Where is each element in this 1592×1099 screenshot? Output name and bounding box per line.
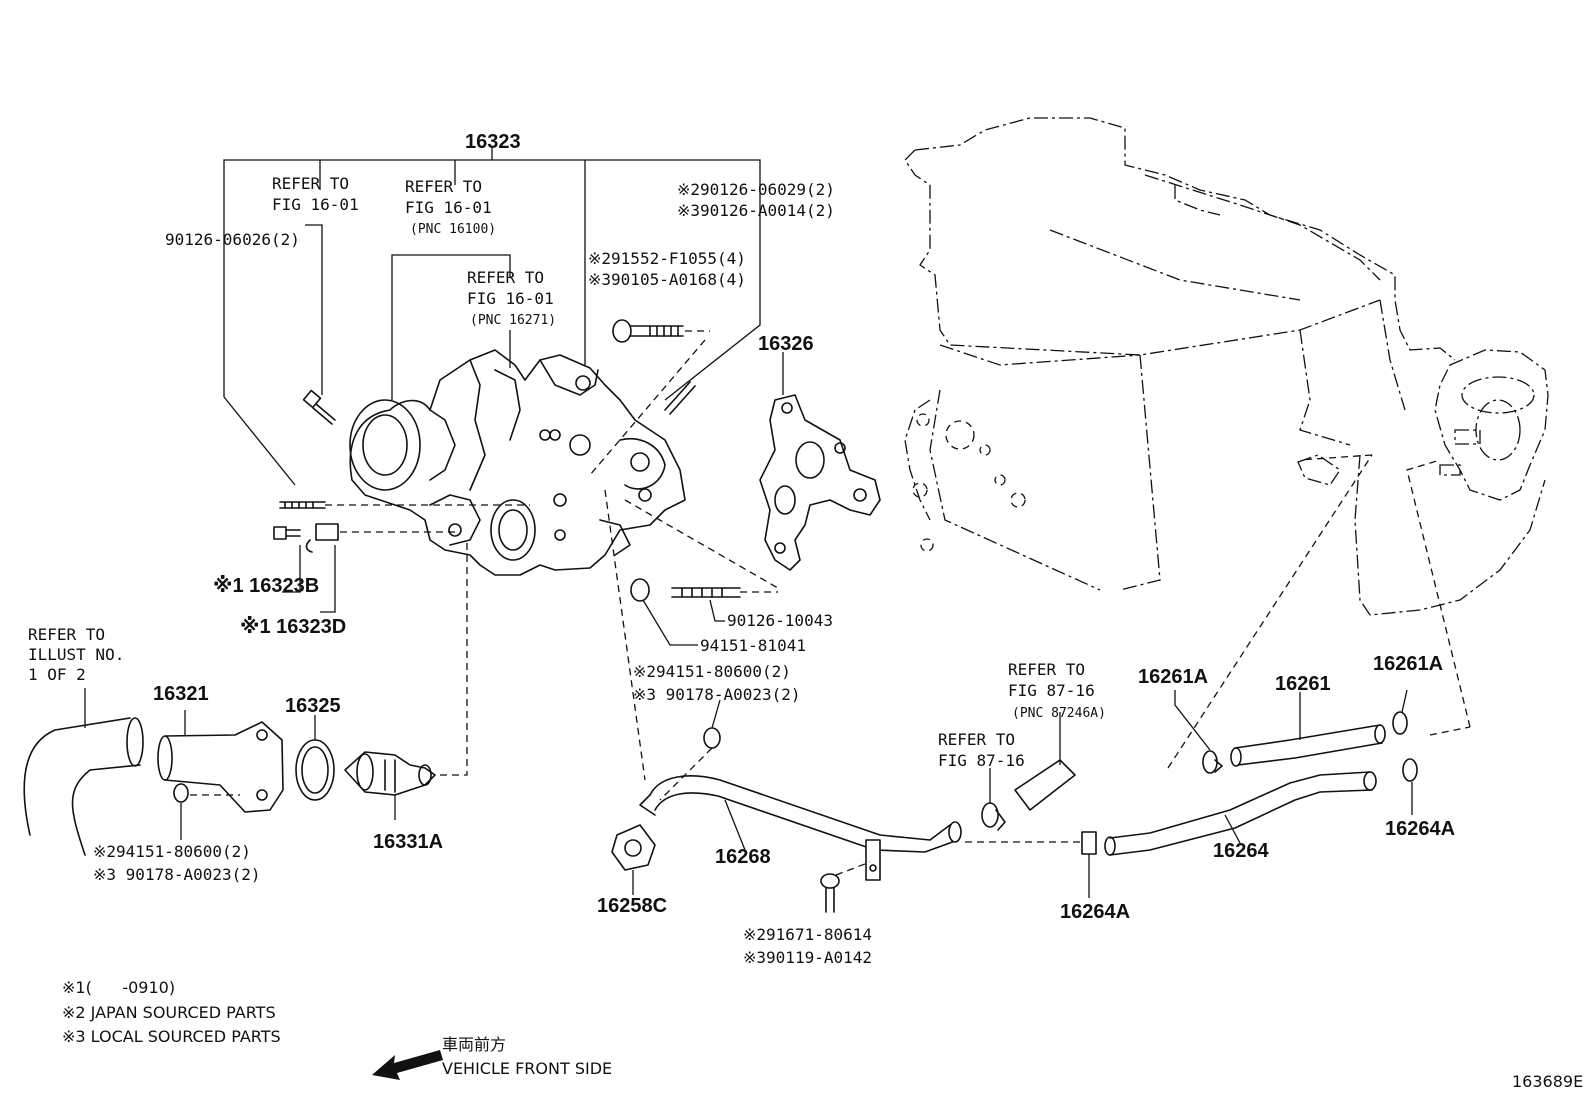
- refer-fig-87-16-a-line1: REFER TO: [1008, 660, 1085, 679]
- refer-illust-line3: 1 OF 2: [28, 665, 86, 684]
- refer-fig-16-01-b-pnc: (PNC 16100): [410, 222, 496, 237]
- water-pump-assembly: [349, 349, 686, 576]
- label-90126-06026: 90126-06026(2): [165, 230, 300, 249]
- label-94151-81041: 94151-81041: [700, 636, 806, 655]
- label-91671-80614: ※291671-80614: [743, 925, 872, 944]
- label-16264: 16264: [1213, 840, 1269, 862]
- label-16325: 16325: [285, 695, 341, 717]
- hose-refer-87-16: [1014, 712, 1076, 811]
- water-inlet-16321: [157, 710, 284, 840]
- throttle-body: [1297, 349, 1549, 501]
- stud-bolt-icon: [279, 501, 326, 509]
- label-16261A-right: 16261A: [1373, 653, 1443, 675]
- leader-94151-81041: [642, 599, 698, 646]
- bolt-icon: [302, 389, 336, 425]
- label-94151-80600-b: ※294151-80600(2): [93, 842, 251, 861]
- label-90126-A0014: ※390126-A0014(2): [677, 201, 835, 220]
- gasket-16325: [295, 715, 335, 801]
- label-90178-A0023-a: ※3 90178-A0023(2): [633, 685, 801, 704]
- label-16323B: ※1 16323B: [213, 575, 319, 597]
- refer-fig-16-01-c-pnc: (PNC 16271): [470, 313, 556, 328]
- dash-hose-to-engine: [1167, 454, 1373, 769]
- label-94151-80600-a: ※294151-80600(2): [633, 662, 791, 681]
- label-90178-A0023-b: ※3 90178-A0023(2): [93, 865, 261, 884]
- label-16264A-right: 16264A: [1385, 818, 1455, 840]
- direction-label-en: VEHICLE FRONT SIDE: [442, 1059, 612, 1078]
- legend-note-3: ※3 LOCAL SOURCED PARTS: [62, 1027, 281, 1046]
- direction-label-jp: 車両前方: [442, 1035, 506, 1054]
- clamp-16261A-left: [1174, 690, 1223, 774]
- label-16268: 16268: [715, 846, 771, 868]
- leader-16323BD: [282, 545, 336, 613]
- vehicle-front-arrow-icon: [372, 1050, 443, 1080]
- clamp-16264A-right: [1402, 758, 1418, 815]
- refer-illust-line2: ILLUST NO.: [28, 645, 124, 664]
- nut-icon: [703, 699, 721, 749]
- dash-nut: [659, 747, 713, 801]
- stud-icon: [664, 381, 696, 415]
- dash-16268-up: [604, 489, 646, 781]
- label-16323: 16323: [465, 131, 521, 153]
- hose-16261: [1230, 692, 1386, 767]
- label-16264A-mid: 16264A: [1060, 901, 1130, 923]
- label-90126-10043: 90126-10043: [727, 611, 833, 630]
- refer-fig-16-01-a-line1: REFER TO: [272, 174, 349, 193]
- label-91552-F1055: ※291552-F1055(4): [588, 249, 746, 268]
- refer-fig-87-16-a-pnc: (PNC 87246A): [1012, 706, 1106, 721]
- leader-90126-10043: [709, 599, 725, 622]
- clamp-16264A-mid: [1081, 831, 1097, 898]
- gasket-16258C: [611, 824, 656, 895]
- radiator-hose-left: [23, 688, 144, 856]
- stud-90126-10043-icon: [630, 578, 741, 602]
- refer-fig-16-01-b-line2: FIG 16-01: [405, 198, 492, 217]
- leader-pnc-16100: [391, 254, 511, 400]
- label-16323D: ※1 16323D: [240, 616, 346, 638]
- thermostat-16331A: [344, 751, 436, 820]
- leader-90126-06026: [305, 224, 323, 395]
- flange-bolt-icon: [612, 319, 684, 343]
- label-16261: 16261: [1275, 673, 1331, 695]
- dash-91552-b: [589, 339, 706, 476]
- refer-fig-16-01-a-line2: FIG 16-01: [272, 195, 359, 214]
- pipe-16268: [639, 775, 962, 881]
- dash-hose-to-throttle: [1406, 459, 1471, 736]
- clamp-16261A-right: [1392, 689, 1408, 735]
- label-90105-A0168: ※390105-A0168(4): [588, 270, 746, 289]
- hose-16264: [1104, 771, 1377, 856]
- dash-thermostat: [440, 540, 468, 776]
- bolt-91671-icon: [820, 861, 871, 913]
- legend-note-2: ※2 JAPAN SOURCED PARTS: [62, 1003, 276, 1022]
- refer-fig-16-01-b-line1: REFER TO: [405, 177, 482, 196]
- legend-note-1: ※1( -0910): [62, 978, 175, 997]
- label-16321: 16321: [153, 683, 209, 705]
- refer-fig-87-16-a-line2: FIG 87-16: [1008, 681, 1095, 700]
- plug-icon: [273, 523, 339, 553]
- refer-illust-line1: REFER TO: [28, 625, 105, 644]
- engine-block-outline: [904, 117, 1546, 616]
- refer-fig-16-01-c-line1: REFER TO: [467, 268, 544, 287]
- bracket-16323: [223, 148, 761, 486]
- dash-stud2-b: [624, 499, 779, 589]
- label-16331A: 16331A: [373, 831, 443, 853]
- refer-fig-87-16-b-line2: FIG 87-16: [938, 751, 1025, 770]
- label-16326: 16326: [758, 333, 814, 355]
- figure-number: 163689E: [1512, 1072, 1583, 1091]
- label-16258C: 16258C: [597, 895, 667, 917]
- label-16261A-left: 16261A: [1138, 666, 1208, 688]
- refer-fig-87-16-b-line1: REFER TO: [938, 730, 1015, 749]
- clamp-icon: [981, 768, 1006, 831]
- label-90126-06029: ※290126-06029(2): [677, 180, 835, 199]
- gasket-16326: [759, 352, 881, 571]
- label-90119-A0142: ※390119-A0142: [743, 948, 872, 967]
- refer-fig-16-01-c-line2: FIG 16-01: [467, 289, 554, 308]
